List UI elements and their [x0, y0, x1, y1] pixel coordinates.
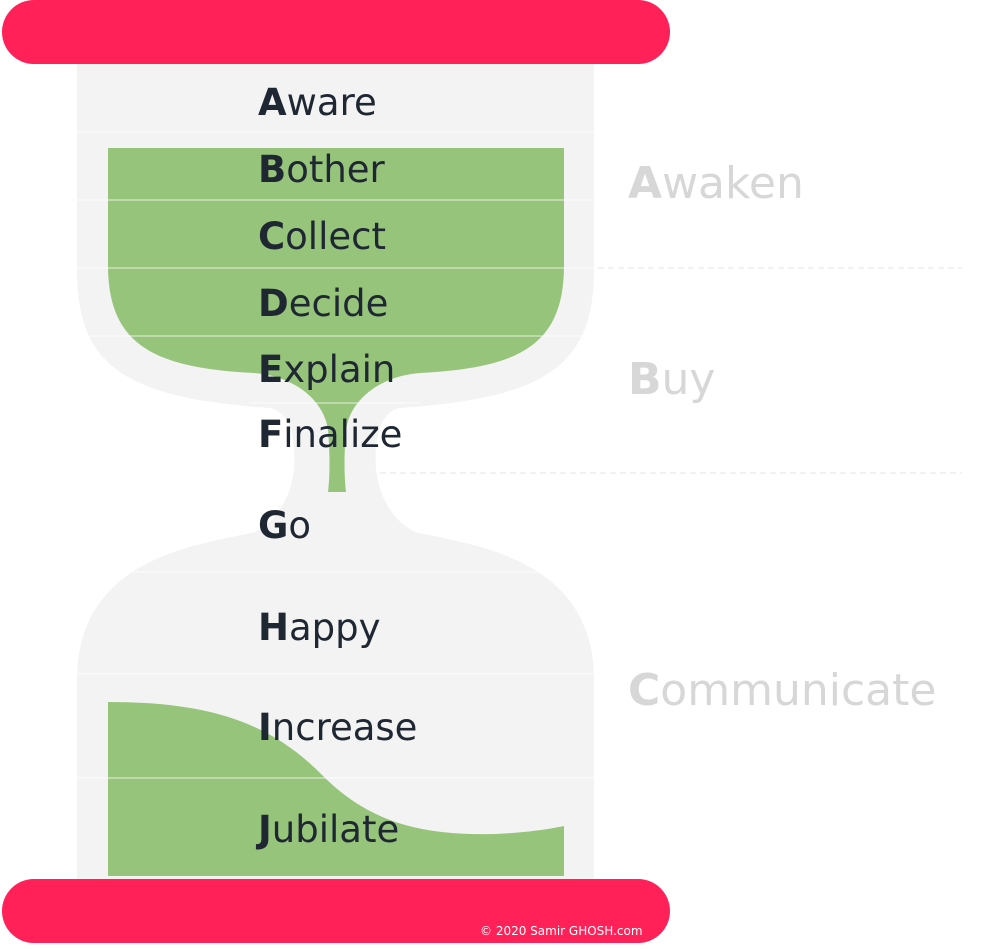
bottom-sand — [108, 702, 564, 876]
phase-communicate: Communicate — [628, 665, 937, 716]
step-collect: Collect — [258, 215, 386, 258]
step-increase: Increase — [258, 706, 418, 749]
step-finalize: Finalize — [258, 413, 403, 456]
phase-buy: Buy — [628, 354, 716, 405]
copyright-text: © 2020 Samir GHOSH.com — [480, 924, 643, 938]
step-bother: Bother — [258, 148, 385, 191]
step-decide: Decide — [258, 282, 389, 325]
phase-awaken: Awaken — [628, 158, 804, 209]
row-dividers — [77, 131, 594, 779]
step-jubilate: Jubilate — [258, 808, 400, 851]
step-explain: Explain — [258, 348, 396, 391]
step-go: Go — [258, 504, 312, 547]
step-happy: Happy — [258, 606, 381, 649]
bottom-cap — [2, 879, 670, 943]
step-aware: Aware — [258, 81, 377, 124]
top-sand — [108, 148, 564, 492]
top-cap — [2, 0, 670, 64]
